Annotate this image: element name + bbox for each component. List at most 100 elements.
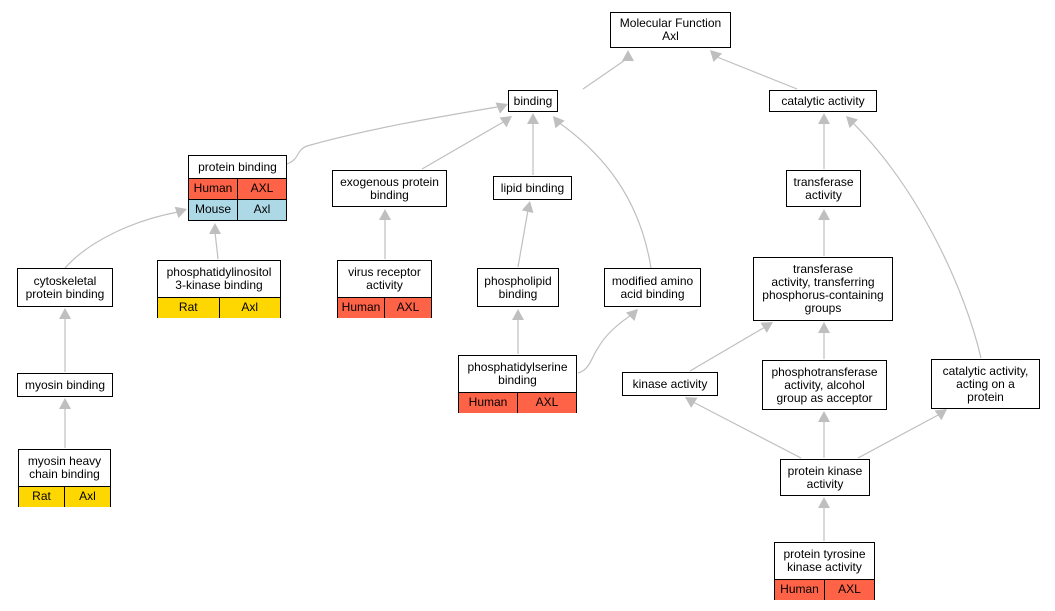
species-row: Human AXL	[338, 297, 431, 318]
node-line: catalytic activity	[781, 93, 865, 108]
node-line: phosphotransferase	[771, 364, 878, 379]
species-cell: Human	[459, 393, 517, 413]
edge-phospholipid-to-lipid	[517, 209, 529, 268]
node-exogenous-protein-binding[interactable]: exogenous protein binding	[332, 170, 447, 207]
arrowhead-cytoskeletal-to-protein-binding	[174, 206, 187, 219]
node-kinase-activity[interactable]: kinase activity	[622, 372, 718, 396]
node-line: activity, alcohol	[784, 377, 865, 392]
gene-cell: Axl	[237, 200, 286, 220]
gene-cell: AXL	[384, 298, 431, 318]
node-myosin-binding[interactable]: myosin binding	[17, 373, 113, 397]
arrowhead-pk-to-catalytic-protein	[934, 409, 947, 421]
node-line: myosin binding	[24, 377, 106, 392]
arrowhead-pk-to-phosphotransferase	[818, 411, 830, 422]
node-protein-kinase-activity[interactable]: protein kinase activity	[780, 459, 870, 496]
arrowhead-kinase-to-transferase-p	[760, 322, 773, 333]
node-virus-receptor-activity[interactable]: virus receptor activity Human AXL	[337, 260, 432, 318]
node-pi3k-binding[interactable]: phosphatidylinositol 3-kinase binding Ra…	[157, 260, 281, 318]
edge-binding-to-mf	[582, 57, 629, 90]
species-cell: Human	[338, 298, 384, 318]
node-phospholipid-binding[interactable]: phospholipid binding	[477, 268, 559, 307]
species-row: Rat Axl	[19, 486, 110, 507]
node-transferase-phosphorus[interactable]: transferase activity, transferring phosp…	[753, 257, 893, 321]
node-line: myosin heavy	[27, 454, 102, 468]
node-binding[interactable]: binding	[508, 90, 558, 112]
node-line: activity, transferring	[771, 275, 875, 289]
node-line: binding	[370, 187, 409, 202]
node-line: protein binding	[25, 286, 105, 301]
edge-kinase-to-transferase-p	[689, 326, 766, 372]
node-transferase-activity[interactable]: transferase activity	[786, 170, 861, 207]
arrowhead-exogenous-to-binding	[499, 116, 512, 128]
node-line: catalytic activity,	[942, 363, 1029, 378]
gene-cell: AXL	[824, 580, 874, 600]
node-line: Molecular Function	[619, 16, 722, 30]
node-protein-binding[interactable]: protein binding Human AXL Mouse Axl	[188, 155, 287, 221]
species-row: Rat Axl	[158, 297, 280, 318]
node-line: transferase	[792, 262, 854, 276]
arrowhead-ps-to-phospholipid	[512, 309, 524, 320]
arrowhead-phosphotransferase-to-transferase-p	[818, 322, 830, 333]
arrowhead-virus-to-exogenous	[379, 209, 391, 220]
edge-cytoskeletal-to-protein-binding	[64, 211, 179, 269]
arrowhead-transferase-to-catalytic	[818, 113, 830, 124]
node-line: lipid binding	[500, 180, 565, 195]
node-line: protein kinase	[787, 463, 863, 478]
node-line: protein binding	[198, 159, 277, 174]
arrowhead-pk-to-kinase	[685, 397, 698, 408]
species-row: Human AXL	[189, 178, 286, 199]
species-cell: Rat	[158, 298, 219, 318]
node-lipid-binding[interactable]: lipid binding	[493, 176, 572, 200]
gene-cell: Axl	[218, 298, 280, 318]
edge-protein-binding-to-binding	[286, 105, 504, 165]
species-cell: Human	[775, 580, 824, 600]
gene-cell: Axl	[64, 487, 110, 507]
arrowhead-pi3k-to-protein-binding	[209, 223, 221, 234]
node-line: kinase activity	[632, 376, 708, 391]
species-cell: Rat	[19, 487, 64, 507]
gene-cell: AXL	[517, 393, 576, 413]
arrowhead-myosin-heavy-to-myosin	[59, 398, 71, 409]
species-cell: Mouse	[189, 200, 237, 220]
node-line: virus receptor	[348, 265, 421, 279]
node-line: protein tyrosine	[783, 547, 866, 561]
node-line: group as acceptor	[776, 390, 873, 405]
node-modified-amino-acid-binding[interactable]: modified amino acid binding	[604, 268, 701, 307]
node-line: chain binding	[29, 467, 100, 481]
node-molecular-function[interactable]: Molecular Function Axl	[610, 12, 731, 48]
edge-pk-to-catalytic-protein	[857, 413, 941, 459]
node-line: phosphatidylinositol	[166, 265, 272, 279]
node-phosphotransferase-alcohol[interactable]: phosphotransferase activity, alcohol gro…	[762, 360, 887, 410]
node-line: activity	[806, 476, 844, 491]
node-line: binding	[513, 93, 553, 108]
edge-modified-to-binding	[557, 121, 652, 269]
node-myosin-heavy-chain-binding[interactable]: myosin heavy chain binding Rat Axl	[18, 449, 111, 507]
arrowhead-catalytic-to-mf	[710, 50, 723, 63]
edge-catalytic-protein-to-catalytic	[851, 121, 982, 359]
node-phosphatidylserine-binding[interactable]: phosphatidylserine binding Human AXL	[458, 355, 577, 413]
node-line: phospholipid	[484, 273, 552, 288]
node-catalytic-acting-on-protein[interactable]: catalytic activity, acting on a protein	[931, 359, 1040, 409]
gene-cell: AXL	[237, 179, 286, 199]
node-line: transferase	[793, 174, 854, 189]
node-catalytic-activity[interactable]: catalytic activity	[769, 90, 877, 112]
edge-exogenous-to-binding	[421, 120, 506, 170]
edge-pi3k-to-protein-binding	[214, 231, 219, 260]
arrowhead-catalytic-protein-to-catalytic	[846, 116, 859, 129]
node-cytoskeletal-protein-binding[interactable]: cytoskeletal protein binding	[17, 268, 113, 307]
species-row: Human AXL	[775, 579, 874, 600]
arrowhead-myosin-to-cytoskeletal	[59, 308, 71, 319]
node-line: phosphatidylserine	[467, 360, 568, 374]
node-line: acid binding	[620, 286, 685, 301]
node-line: cytoskeletal	[33, 273, 97, 288]
arrowhead-protein-binding-to-binding	[495, 102, 508, 114]
arrowhead-modified-to-binding	[553, 116, 565, 129]
node-line: protein	[967, 389, 1004, 404]
node-protein-tyrosine-kinase-activity[interactable]: protein tyrosine kinase activity Human A…	[774, 542, 875, 600]
node-line: exogenous protein	[340, 174, 439, 189]
arrowhead-transferase-p-to-transferase	[818, 209, 830, 220]
node-line: 3-kinase binding	[175, 278, 263, 292]
node-line: Axl	[662, 29, 679, 43]
node-line: groups	[804, 301, 842, 315]
